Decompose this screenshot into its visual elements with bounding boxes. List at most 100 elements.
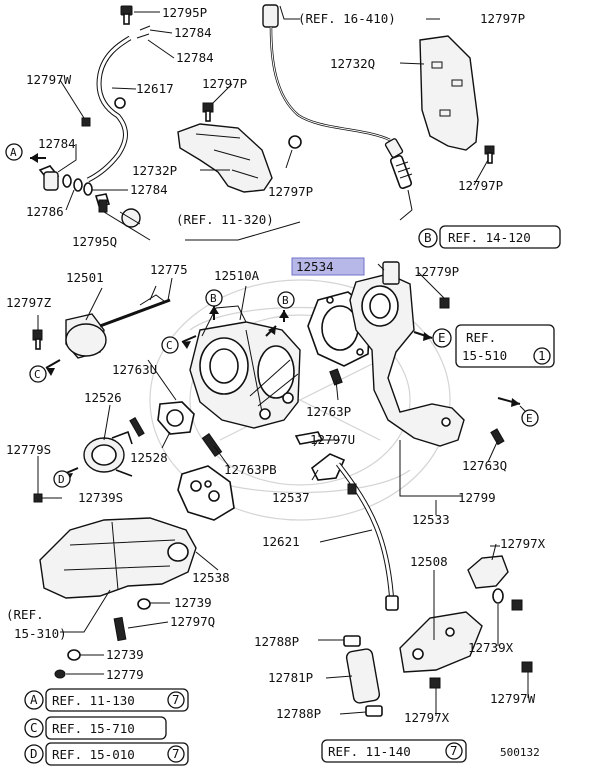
ref-box-ref11140	[321, 739, 467, 763]
reference-labels: (REF. 16-410) (REF. 11-320) (REF. 15-310)	[6, 11, 396, 641]
marker-circle-mD	[53, 470, 71, 488]
marker-circle-mC1	[161, 336, 179, 354]
part-label-p12534[interactable]: 12534	[296, 259, 334, 274]
part-label-p12617[interactable]: 12617	[136, 81, 174, 96]
part-label-p12797P_a[interactable]: 12797P	[202, 76, 247, 91]
marker-letter-mB2: B	[282, 294, 289, 307]
oil-return-pipe	[294, 431, 399, 611]
ref-box-refD	[45, 742, 189, 766]
ref-letter-refE: E	[438, 330, 446, 345]
part-label-p12779[interactable]: 12779	[106, 667, 144, 682]
part-label-p12779P[interactable]: 12779P	[414, 264, 459, 279]
highlight-box-p12534	[291, 257, 365, 276]
ref-num-circle-refD	[167, 745, 185, 763]
ref-letter-circle-refA	[24, 690, 44, 710]
turbo-bracket	[399, 555, 533, 689]
part-label-p12732P[interactable]: 12732P	[132, 163, 177, 178]
part-label-p12797X_b[interactable]: 12797X	[404, 710, 450, 725]
ref-num-refA: 7	[172, 692, 180, 707]
part-label-p12784c[interactable]: 12784	[38, 136, 76, 151]
part-label-p12763PB[interactable]: 12763PB	[224, 462, 277, 477]
ref-letter-circle-refD	[24, 744, 44, 764]
ref-text-ref11140[interactable]: REF. 11-140	[328, 744, 411, 759]
part-label-p12763P[interactable]: 12763P	[306, 404, 351, 419]
oil-feed-pipe-group	[38, 5, 151, 228]
part-label-p12799[interactable]: 12799	[458, 490, 496, 505]
part-label-p12797Q[interactable]: 12797Q	[170, 614, 215, 629]
lower-left-fasteners	[54, 598, 151, 679]
part-label-p12784a[interactable]: 12784	[174, 25, 212, 40]
part-label-p12797X_a[interactable]: 12797X	[500, 536, 546, 551]
part-label-p12797Z[interactable]: 12797Z	[6, 295, 52, 310]
part-label-p12508[interactable]: 12508	[410, 554, 448, 569]
part-label-p12538[interactable]: 12538	[192, 570, 230, 585]
part-label-p12781P[interactable]: 12781P	[268, 670, 313, 685]
reference-ref15310_a[interactable]: (REF.	[6, 607, 44, 622]
part-label-p12501[interactable]: 12501	[66, 270, 104, 285]
ref-letter-circle-refB	[418, 228, 438, 248]
turbo-outlet-elbow	[329, 261, 505, 447]
part-label-p12797W_b[interactable]: 12797W	[490, 691, 536, 706]
part-label-p12763U[interactable]: 12763U	[112, 362, 157, 377]
part-label-p12797P_top[interactable]: 12797P	[480, 11, 525, 26]
part-number-labels: 12795P 12784 12784 12797W 12617 12797P 12784 12…	[6, 5, 546, 725]
part-label-p12621[interactable]: 12621	[262, 534, 300, 549]
part-label-p12732Q[interactable]: 12732Q	[330, 56, 375, 71]
part-label-p12739S[interactable]: 12739S	[78, 490, 123, 505]
part-label-p12784b[interactable]: 12784	[176, 50, 214, 65]
ref-box-refB	[439, 225, 561, 249]
marker-letter-mE: E	[526, 412, 533, 425]
part-label-p12797W_top[interactable]: 12797W	[26, 72, 72, 87]
part-label-p12510A[interactable]: 12510A	[214, 268, 260, 283]
part-label-p12797P_c[interactable]: 12797P	[458, 178, 503, 193]
turbo-heat-protector-small	[177, 102, 302, 193]
ref-num-refE: 1	[538, 348, 546, 363]
turbocharger-assembly	[189, 305, 301, 429]
ref-letter-refB: B	[424, 230, 432, 245]
part-label-p12795Q[interactable]: 12795Q	[72, 234, 117, 249]
leader-lines	[37, 5, 529, 716]
part-label-p12784d[interactable]: 12784	[130, 182, 168, 197]
ref-letter-refD: D	[30, 746, 38, 761]
reference-ref11320[interactable]: (REF. 11-320)	[176, 212, 274, 227]
part-label-p12797P_b[interactable]: 12797P	[268, 184, 313, 199]
ref-text-refD[interactable]: REF. 15-010	[52, 747, 135, 762]
part-label-p12533[interactable]: 12533	[412, 512, 450, 527]
part-label-p12537[interactable]: 12537	[272, 490, 310, 505]
marker-letter-mC1: C	[166, 339, 173, 352]
part-label-p12779S[interactable]: 12779S	[6, 442, 51, 457]
ref-text-refB[interactable]: REF. 14-120	[448, 230, 531, 245]
part-label-p12526[interactable]: 12526	[84, 390, 122, 405]
ref-text-refE[interactable]: REF.	[466, 330, 496, 345]
part-label-p12775[interactable]: 12775	[150, 262, 188, 277]
part-label-p12739X[interactable]: 12739X	[468, 640, 514, 655]
part-label-p12795P[interactable]: 12795P	[162, 5, 207, 20]
exhaust-manifold	[39, 517, 197, 599]
part-label-p12788P_a[interactable]: 12788P	[254, 634, 299, 649]
oil-return-hose	[343, 635, 383, 717]
ref-letter-circle-refE	[432, 328, 452, 348]
reference-ref15310_b[interactable]: 15-310)	[14, 626, 67, 641]
part-label-p12788P_b[interactable]: 12788P	[276, 706, 321, 721]
part-label-p12786[interactable]: 12786	[26, 204, 64, 219]
marker-circle-mA	[5, 143, 23, 161]
exhaust-fitting-lower-left	[33, 401, 223, 503]
ref-text-refC[interactable]: REF. 15-710	[52, 721, 135, 736]
part-label-p12797U[interactable]: 12797U	[310, 432, 355, 447]
ref-text2-refE[interactable]: 15-510	[462, 348, 507, 363]
ref-letter-refA: A	[30, 692, 38, 707]
part-label-p12763Q[interactable]: 12763Q	[462, 458, 507, 473]
ref-text-refA[interactable]: REF. 11-130	[52, 693, 135, 708]
reference-ref16410[interactable]: (REF. 16-410)	[298, 11, 396, 26]
ref-box-refC	[45, 716, 167, 740]
drawing-number: 500132	[500, 746, 540, 759]
manifold-gasket	[177, 465, 235, 521]
part-label-p12739b[interactable]: 12739	[106, 647, 144, 662]
background-watermark	[149, 279, 451, 521]
part-label-p12528[interactable]: 12528	[130, 450, 168, 465]
part-label-p12739a[interactable]: 12739	[174, 595, 212, 610]
